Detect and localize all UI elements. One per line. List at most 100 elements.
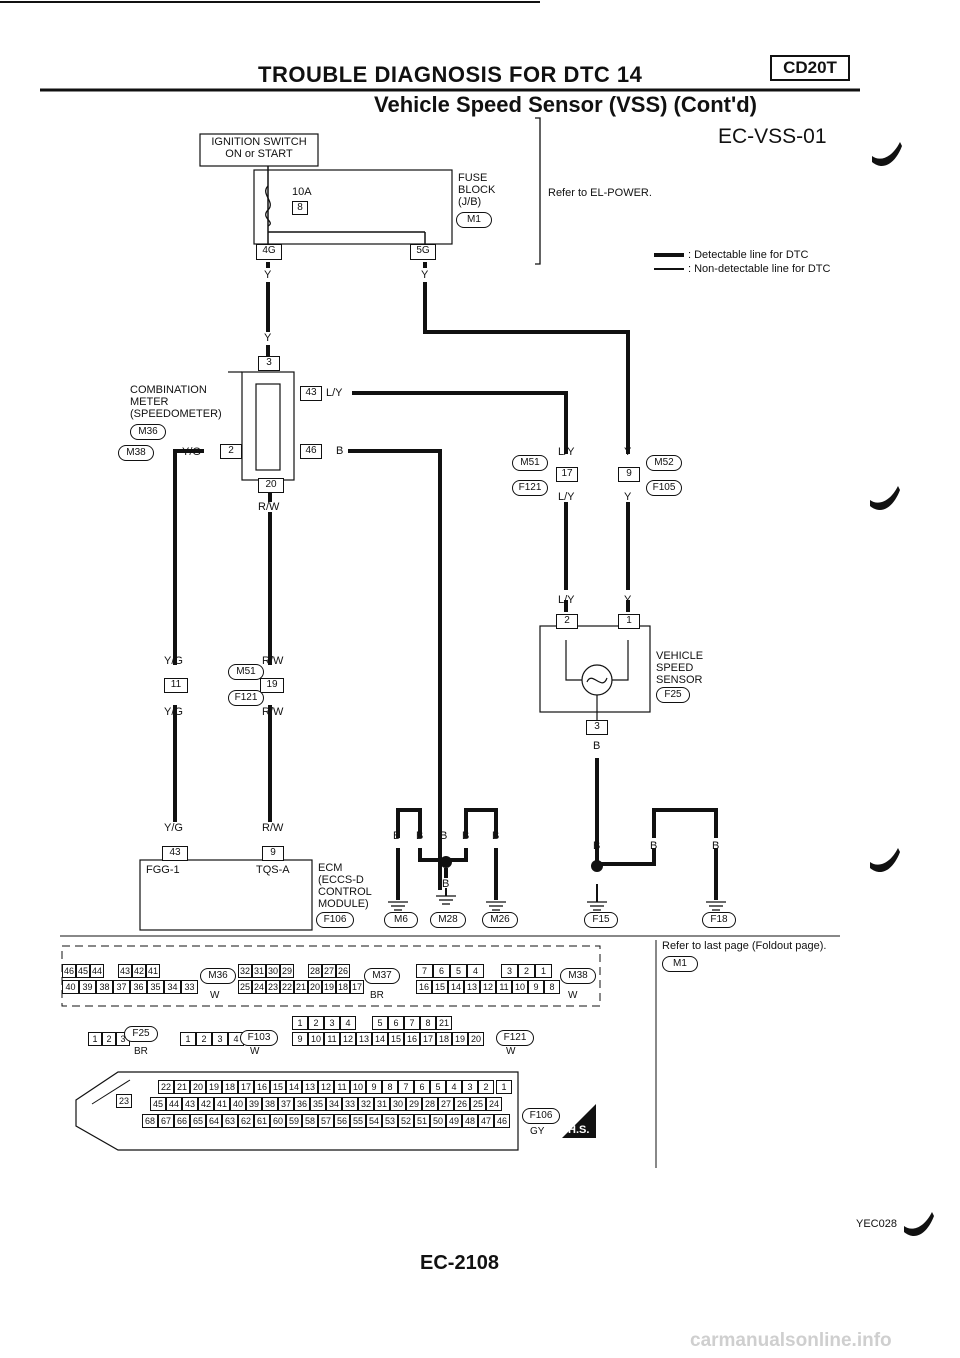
f121-top-pin: 8 — [420, 1016, 436, 1030]
f106-row3-pin: 63 — [222, 1114, 238, 1128]
fuse-amps: 10A — [292, 186, 312, 198]
ground-wire-b4: B — [462, 830, 470, 842]
f106-row3-pin: 54 — [366, 1114, 382, 1128]
refer-el-power: Refer to EL-POWER. — [548, 187, 652, 199]
conn-f121-color: W — [506, 1046, 516, 1057]
wire-5g-color: Y — [421, 269, 429, 281]
conn-m51-a: M51 — [512, 455, 548, 471]
f106-row3-pin: 57 — [318, 1114, 334, 1128]
m36-left-bottom-pin: 35 — [147, 980, 164, 994]
f121-top-pin: 21 — [436, 1016, 452, 1030]
ground-wire-b6: B — [442, 878, 450, 890]
wire-rw-c: R/W — [262, 822, 284, 834]
f106-row3-pin: 46 — [494, 1114, 510, 1128]
conn-f121-b: F121 — [228, 690, 264, 706]
f106-row3-pin: 62 — [238, 1114, 254, 1128]
conn-m51-b: M51 — [228, 664, 264, 680]
f106-row1-pin: 8 — [382, 1080, 398, 1094]
conn-m38-label: M38 — [560, 968, 596, 984]
f106-row3-pin: 50 — [430, 1114, 446, 1128]
wire-y-lower: Y — [624, 491, 632, 503]
conn-f106-label: F106 — [522, 1108, 560, 1124]
hs-mark — [562, 1104, 596, 1138]
m36-right-top-pin: 26 — [336, 964, 350, 978]
watermark: carmanualsonline.info — [690, 1330, 892, 1351]
f121-top-pin: 5 — [372, 1016, 388, 1030]
wire-vss-ly: L/Y — [558, 594, 575, 606]
ground-wire-b7: B — [593, 840, 601, 852]
m36-left-bottom-pin: 34 — [164, 980, 181, 994]
m38-bottom-pin: 16 — [416, 980, 432, 994]
f106-row1-pin: 15 — [270, 1080, 286, 1094]
f106-row3-pin: 68 — [142, 1114, 158, 1128]
f106-row3-pin: 60 — [270, 1114, 286, 1128]
wire-y-upper: Y — [624, 446, 632, 458]
f106-row3-pin: 49 — [446, 1114, 462, 1128]
f103-pin: 2 — [196, 1032, 212, 1046]
f106-row1-pin: 18 — [222, 1080, 238, 1094]
ecm-pin-9: 9 — [262, 846, 284, 861]
wire-meter-top-color: Y — [264, 332, 272, 344]
pin-19: 19 — [260, 678, 284, 693]
f106-row3-pin: 65 — [190, 1114, 206, 1128]
m36-right-bottom-pin: 23 — [266, 980, 280, 994]
ecm-terminal-tqsa: TQS-A — [256, 864, 290, 876]
f103-pin: 3 — [212, 1032, 228, 1046]
f106-row2-pin: 30 — [390, 1097, 406, 1111]
m36-left-bottom-pin: 37 — [113, 980, 130, 994]
f106-row1-pin: 16 — [254, 1080, 270, 1094]
m36-right-top-pin: 28 — [308, 964, 322, 978]
f121-top-pin: 3 — [324, 1016, 340, 1030]
f25-pin: 2 — [102, 1032, 116, 1046]
f106-row1-pin: 6 — [414, 1080, 430, 1094]
ground-wire-b2: B — [416, 830, 424, 842]
f106-row2-pin: 32 — [358, 1097, 374, 1111]
f121-bottom-pin: 9 — [292, 1032, 308, 1046]
f121-bottom-pin: 18 — [436, 1032, 452, 1046]
m38-top-pin: 1 — [535, 964, 552, 978]
meter-pin-20: 20 — [258, 478, 284, 493]
ground-wire-b8: B — [650, 840, 658, 852]
m36-left-bottom-pin: 39 — [79, 980, 96, 994]
m36-right-bottom-pin: 22 — [280, 980, 294, 994]
vss-label: VEHICLE SPEED SENSOR — [656, 650, 704, 686]
f106-row1-pin: 12 — [318, 1080, 334, 1094]
f106-row3-pin: 67 — [158, 1114, 174, 1128]
f106-row2-pin: 31 — [374, 1097, 390, 1111]
f106-row2-pin: 43 — [182, 1097, 198, 1111]
conn-m37-color: BR — [370, 990, 384, 1001]
ground-f18: F18 — [702, 912, 736, 928]
f121-top-pin: 4 — [340, 1016, 356, 1030]
meter-pin-46: 46 — [300, 444, 322, 459]
f106-row2-pin: 35 — [310, 1097, 326, 1111]
f106-housing — [75, 1071, 519, 1151]
f121-bottom-pin: 10 — [308, 1032, 324, 1046]
f106-row3-pin: 61 — [254, 1114, 270, 1128]
wire-vss-y: Y — [624, 594, 632, 606]
meter-pin-2: 2 — [220, 444, 242, 459]
conn-f103-color: W — [250, 1046, 260, 1057]
f106-row1-pin: 5 — [430, 1080, 446, 1094]
f106-row2-pin: 33 — [342, 1097, 358, 1111]
ground-wire-b3: B — [440, 830, 448, 842]
m36-right-top-pin: 30 — [266, 964, 280, 978]
ecm-conn-f106: F106 — [316, 912, 354, 928]
m38-bottom-pin: 10 — [512, 980, 528, 994]
f106-row1-pin: 22 — [158, 1080, 174, 1094]
m38-bottom-pin: 13 — [464, 980, 480, 994]
vss-pin-3: 3 — [586, 720, 608, 735]
meter-label: COMBINATION METER (SPEEDOMETER) — [130, 384, 222, 420]
m38-top-pin: 3 — [501, 964, 518, 978]
f121-bottom-pin: 11 — [324, 1032, 340, 1046]
joint-pin-9: 9 — [618, 467, 640, 482]
f106-row1-pin: 2 — [478, 1080, 494, 1094]
wire-46-color: B — [336, 445, 344, 457]
m38-bottom-pin: 9 — [528, 980, 544, 994]
f106-row1-pin: 11 — [334, 1080, 350, 1094]
f121-top-pin: 6 — [388, 1016, 404, 1030]
m38-bottom-pin: 8 — [544, 980, 560, 994]
m38-bottom-pin: 15 — [432, 980, 448, 994]
wire-yg-a: Y/G — [164, 655, 183, 667]
